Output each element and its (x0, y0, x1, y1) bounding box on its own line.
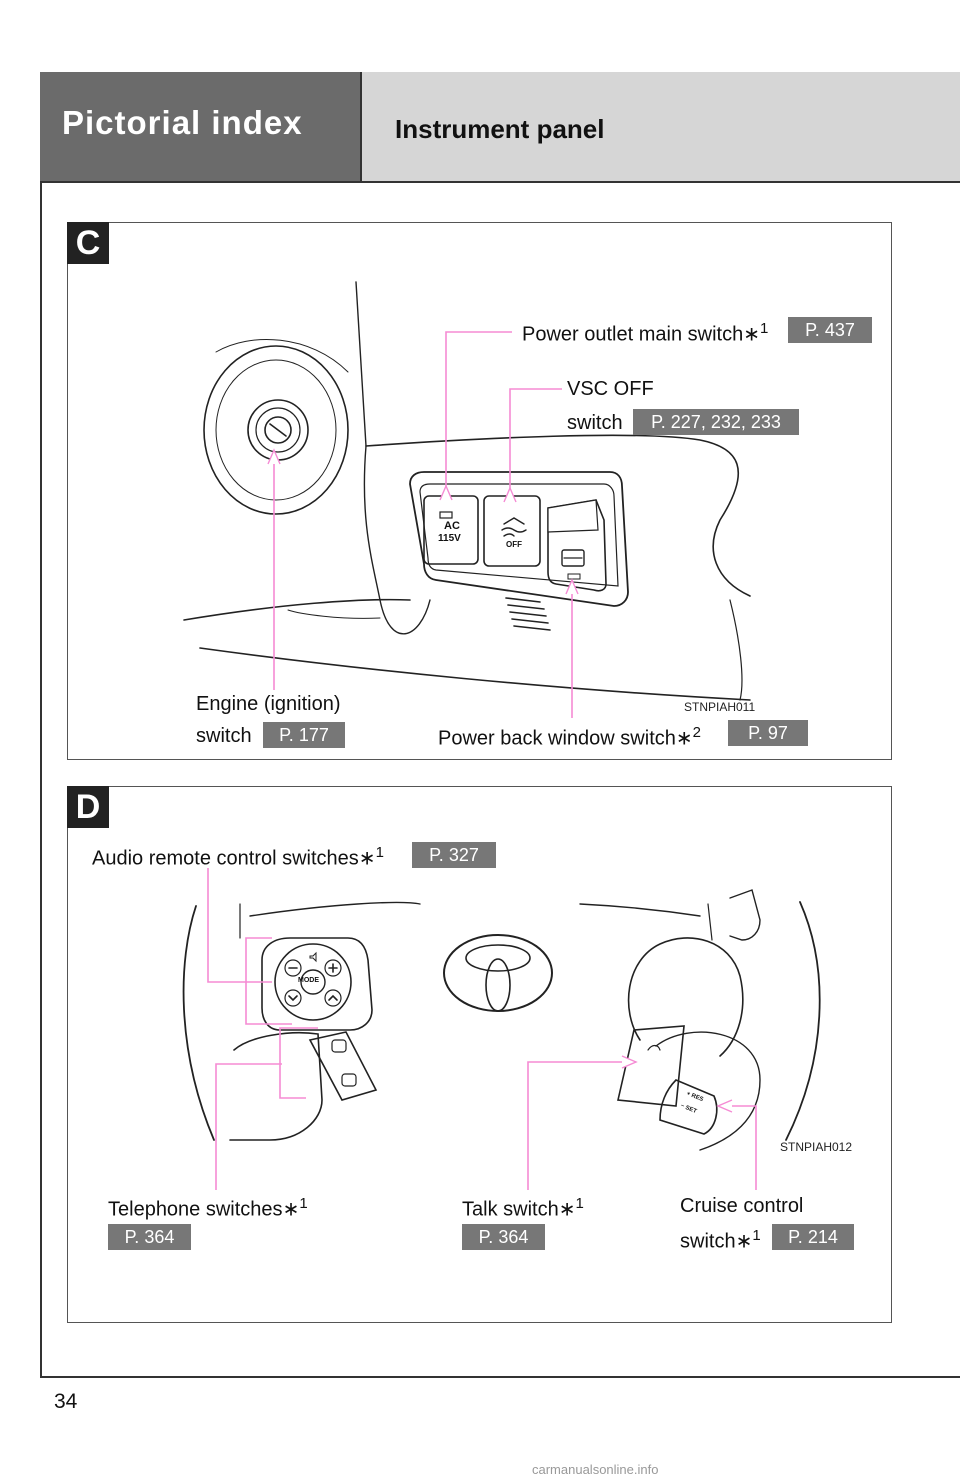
window-switch (547, 499, 607, 592)
audio-switch-cluster (274, 943, 352, 1021)
left-spoke (261, 937, 373, 1031)
phone-off-icon (341, 1073, 357, 1087)
talk-icon (647, 1044, 661, 1051)
vsc-switch (483, 495, 541, 567)
right-spoke (627, 937, 744, 1057)
subsection-header-bg (362, 72, 960, 182)
ac-switch-volt: 115V (438, 533, 461, 544)
window-icon (561, 549, 585, 567)
engine-switch-label-line1: Engine (ignition) (196, 693, 341, 715)
cruise-control-label-line2: switch∗1 (680, 1227, 761, 1253)
ignition-bezel-outer (203, 345, 349, 515)
figure-code-c: STNPIAH011 (684, 700, 756, 714)
panel-c-leaders (273, 331, 573, 718)
talk-switch-label: Talk switch∗1 (462, 1195, 584, 1221)
volume-down-icon (284, 959, 302, 977)
power-back-window-label: Power back window switch∗2 (438, 724, 701, 750)
vsc-skid-icon (501, 517, 527, 537)
phone-on-icon (331, 1039, 347, 1053)
watermark: carmanualsonline.info (532, 1462, 659, 1477)
section-title: Pictorial index (62, 104, 303, 141)
speaker-icon (309, 951, 317, 963)
switch-housing (409, 471, 629, 607)
panel-d-arrowheads (621, 1055, 733, 1113)
subsection-title: Instrument panel (395, 114, 605, 144)
talk-switch-page-ref[interactable]: P. 364 (462, 1224, 545, 1250)
volume-up-icon (324, 959, 342, 977)
telephone-switches-label: Telephone switches∗1 (108, 1195, 308, 1221)
key-slot-icon (264, 416, 292, 444)
audio-remote-label: Audio remote control switches∗1 (92, 844, 384, 870)
ignition-bezel-inner (215, 359, 337, 501)
cruise-control-label-line1: Cruise control (680, 1195, 804, 1217)
seek-down-icon (284, 989, 302, 1007)
vsc-off-label-line1: VSC OFF (567, 378, 654, 400)
power-back-window-page-ref[interactable]: P. 97 (728, 720, 808, 746)
panel-c-arrowheads (267, 448, 579, 595)
section-header-bg (40, 72, 362, 182)
panel-d-illustration (182, 889, 821, 1151)
figure-code-d: STNPIAH012 (780, 1140, 853, 1154)
talk-switch-pad (617, 1025, 685, 1107)
power-outlet-page-ref[interactable]: P. 437 (788, 317, 872, 343)
panel-d-badge: D (67, 786, 109, 828)
power-outlet-label: Power outlet main switch∗1 (522, 320, 769, 346)
telephone-switches-page-ref[interactable]: P. 364 (108, 1224, 191, 1250)
cruise-control-page-ref[interactable]: P. 214 (772, 1224, 854, 1250)
mode-button-text: MODE (298, 977, 319, 984)
engine-switch-page-ref[interactable]: P. 177 (263, 722, 345, 748)
ac-switch-text: AC (444, 520, 460, 532)
telephone-switch-pad (308, 1031, 378, 1101)
panel-d-leaders (207, 868, 757, 1190)
vsc-off-page-ref[interactable]: P. 227, 232, 233 (633, 409, 799, 435)
vsc-switch-off-text: OFF (506, 540, 522, 549)
page-number: 34 (54, 1390, 78, 1413)
vsc-off-label-line2: switch (567, 412, 623, 434)
cruise-control-lever (659, 1079, 718, 1135)
panel-c (67, 222, 892, 760)
seek-up-icon (324, 989, 342, 1007)
engine-switch-label-line2: switch (196, 725, 252, 747)
panel-c-badge: C (67, 222, 109, 264)
audio-remote-page-ref[interactable]: P. 327 (412, 842, 496, 868)
header-divider (40, 181, 960, 183)
page-frame (40, 72, 960, 1378)
toyota-logo-icon (443, 934, 553, 1012)
